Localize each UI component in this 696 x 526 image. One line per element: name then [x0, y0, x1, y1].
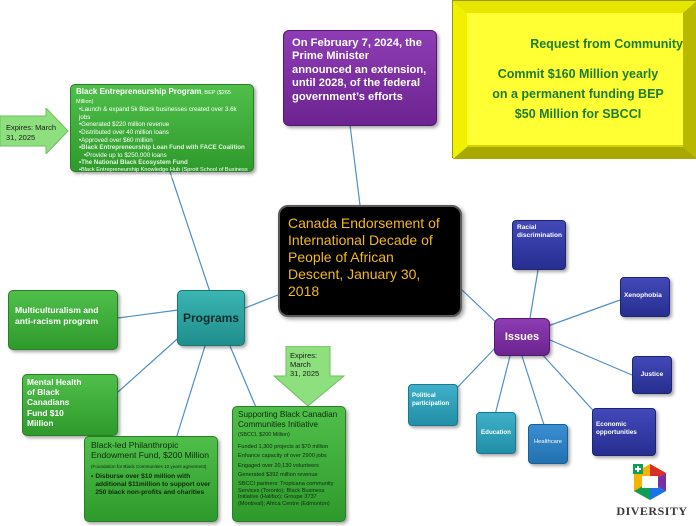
line-programs-bep: [169, 171, 211, 293]
diversity-logo-mark: [633, 464, 666, 500]
bep-bullet: •Distributed over 40 million loans: [79, 128, 169, 136]
expires-left-line-1: Expires: March: [6, 123, 57, 132]
diversity-logo-text: DIVERSITY: [616, 504, 688, 518]
line-issues-xenophobia: [547, 299, 621, 327]
request-line-1: Commit $160 Million yearly: [497, 67, 659, 81]
line-programs-sbcci: [229, 345, 259, 413]
multiculturalism-text: Multiculturalism and anti-racism program: [15, 305, 99, 326]
bep-bullet: •Provide up to $250,000 loans: [84, 151, 167, 159]
sbcci-line: Funded 1,300 projects at $70 million: [238, 443, 329, 450]
issue-education: Education: [476, 412, 516, 454]
line-issues-justice: [549, 339, 633, 376]
issue-healthcare: Healthcare: [528, 424, 568, 464]
sbcci-line: Enhance capacity of over 2900 jobs: [238, 453, 327, 460]
mental-health-box: Mental Health of Black Canadians Fund $1…: [22, 374, 118, 436]
line-programs-mental: [117, 331, 186, 393]
sbcci-title-small: (SBCCI, $200 Million): [238, 432, 290, 439]
expires-bottom-line-1: Expires:: [290, 351, 318, 360]
issue-economic-opportunities: Economic opportunities: [592, 408, 656, 456]
issues-label: Issues: [504, 331, 540, 343]
bep-bullet: •Approved over $60 million: [79, 136, 153, 144]
expires-left-line-2: 31, 2025: [6, 133, 36, 142]
line-programs-philanthropic: [174, 345, 206, 443]
bep-box: Black Entrepreneurship Program, BEP ($26…: [70, 84, 254, 180]
line-issues-economic: [539, 351, 601, 419]
philanthropic-title: Black-led Philanthropic Endowment Fund, …: [91, 440, 209, 461]
issues-hub: Issues: [494, 318, 550, 356]
sbcci-title: Supporting Black Canadian Communities In…: [238, 410, 338, 429]
line-issues-education: [494, 355, 511, 416]
bep-bullet: •Launch & expand 5k Black businesses cre…: [79, 106, 237, 121]
bep-bullet: •Black Entrepreneurship Loan Fund with F…: [79, 144, 245, 152]
announcement-box: On February 7, 2024, the Prime Minister …: [283, 30, 437, 126]
request-line-3: $50 Million for SBCCI: [514, 107, 642, 121]
bep-bullet: •Generated $220 million revenue: [79, 121, 170, 129]
mental-health-text: Mental Health of Black Canadians Fund $1…: [27, 377, 82, 428]
announcement-text: On February 7, 2024, the Prime Minister …: [292, 37, 427, 103]
expires-bottom-line-3: 31, 2025: [290, 369, 320, 378]
programs-hub: Programs: [177, 290, 245, 346]
line-programs-multiculturalism: [117, 309, 179, 319]
bep-bullet: •The National Black Ecosystem Fund: [79, 159, 188, 167]
line-issues-political: [454, 345, 498, 391]
line-center-programs: [244, 294, 279, 309]
issue-xenophobia: Xenophobia: [620, 277, 670, 317]
request-box: Request from Community Commit $160 Milli…: [452, 0, 696, 159]
sbcci-line: Generated $392 million revenue: [238, 472, 318, 478]
programs-label: Programs: [182, 311, 240, 325]
sbcci-line: SBCCI partners: Tropicana community Serv…: [238, 481, 334, 507]
line-center-issues: [461, 289, 501, 327]
sbcci-box: Supporting Black Canadian Communities In…: [232, 406, 346, 522]
line-issues-healthcare: [521, 355, 546, 429]
issue-justice: Justice: [632, 356, 672, 394]
issue-political-participation: Political participation: [408, 384, 458, 426]
line-center-announcement: [349, 124, 361, 206]
expires-bottom-line-2: March: [290, 360, 311, 369]
multiculturalism-box: Multiculturalism and anti-racism program: [8, 290, 118, 350]
request-line-2: on a permanent funding BEP: [492, 87, 664, 101]
sbcci-line: Engaged over 20,130 volunteers: [238, 462, 319, 469]
philanthropic-bullet: •Disburse over $10 million with addition…: [91, 472, 211, 496]
issue-racial-discrimination: Racial discrimination: [512, 220, 566, 270]
bep-subtitle: , BEP ($265 Million): [76, 90, 231, 105]
philanthropic-title-small: (Foundation for Black Communities 10 yea…: [91, 464, 207, 470]
expires-left-arrow: [0, 108, 69, 154]
bep-bullet: •Black Entrepreneurship Knowledge Hub (S…: [79, 166, 248, 180]
request-title: Request from Community: [530, 37, 683, 51]
bep-title: Black Entrepreneurship Program: [76, 87, 202, 96]
philanthropic-box: Black-led Philanthropic Endowment Fund, …: [84, 436, 218, 522]
center-title: Canada Endorsement of International Deca…: [288, 215, 440, 299]
center-box: Canada Endorsement of International Deca…: [278, 205, 462, 317]
line-issues-racial: [529, 269, 539, 319]
diversity-logo: DIVERSITY: [612, 462, 692, 522]
expires-bottom-arrow: [272, 346, 346, 407]
